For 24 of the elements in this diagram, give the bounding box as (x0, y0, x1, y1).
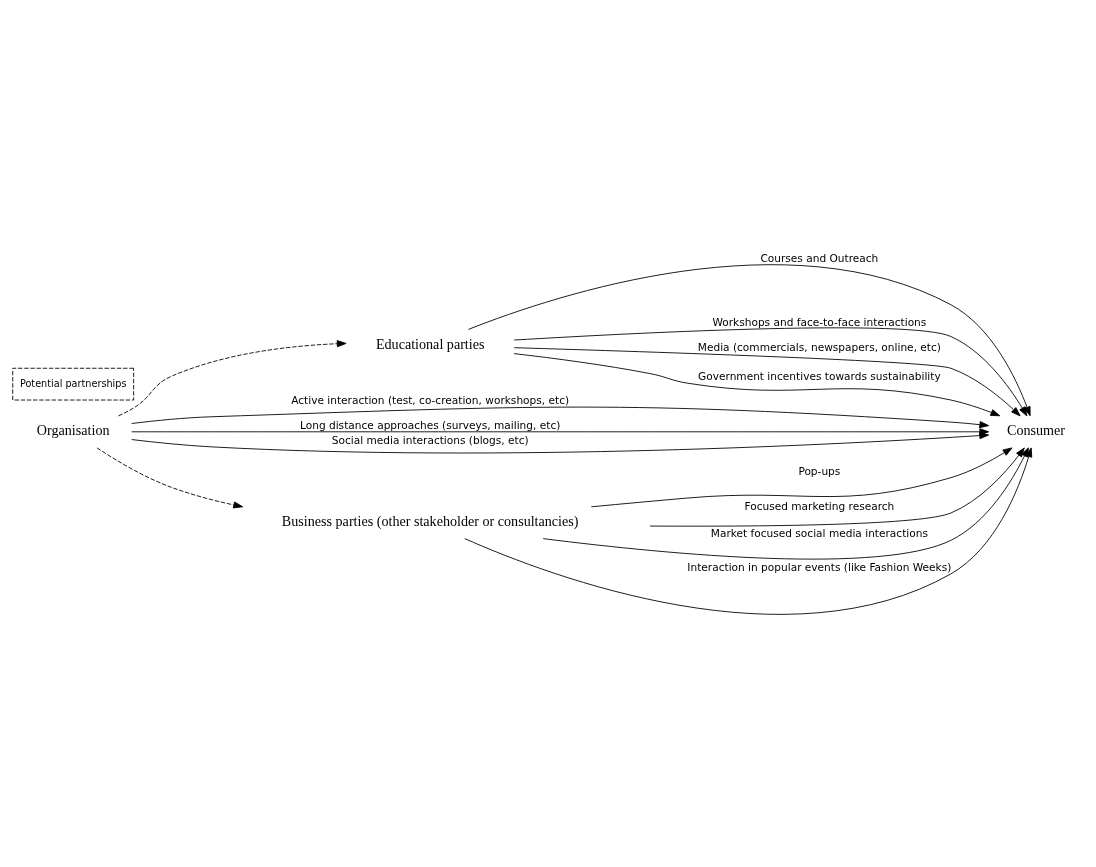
node-text: Educational parties (375, 335, 485, 352)
node-text: Organisation (36, 421, 110, 438)
edge-label: Pop-ups (798, 464, 841, 477)
edge-label: Government incentives towards sustainability (698, 369, 941, 382)
node-text: Consumer (1007, 421, 1066, 438)
arrow (118, 339, 347, 416)
edge-label: Long distance approaches (surveys, mailing, etc) (300, 418, 561, 431)
edge-label: Workshops and face-to-face interactions (712, 315, 927, 328)
arrow (131, 406, 990, 428)
edge-label: Media (commercials, newspapers, online, etc) (697, 340, 941, 353)
arrow (590, 446, 1013, 507)
edge-label: Courses and Outreach (760, 251, 879, 264)
edge-label: Market focused social media interactions (710, 526, 928, 539)
node-text: Business parties (other stakeholder or consultancies) (281, 512, 579, 529)
edge-label: Social media interactions (blogs, etc) (331, 433, 529, 446)
arrow (468, 263, 1031, 416)
edge-label: Interaction in popular events (like Fashion Weeks) (687, 560, 952, 573)
arrow (131, 431, 990, 453)
legend-label: Potential partnerships (19, 377, 127, 389)
edge-label: Focused marketing research (744, 499, 895, 512)
arrow (96, 446, 244, 508)
arrow (649, 447, 1025, 527)
edge-label: Active interaction (test, co-creation, workshops, etc) (291, 393, 570, 406)
arrow (513, 326, 1028, 416)
